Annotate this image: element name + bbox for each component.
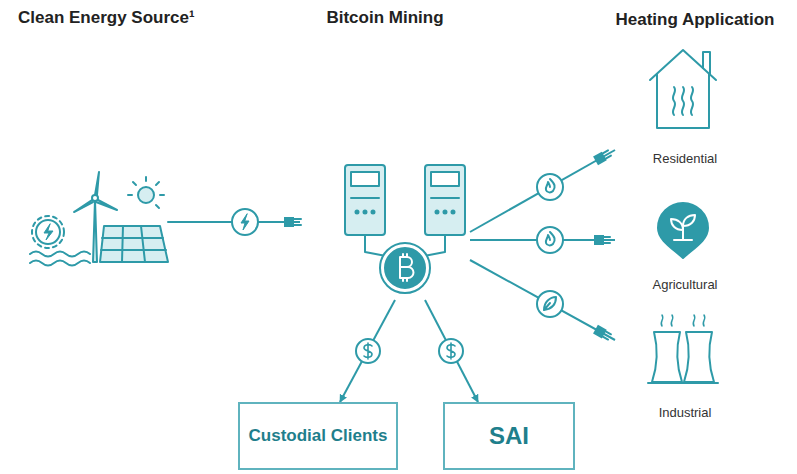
column-heading: Clean Energy Source¹ — [18, 8, 195, 28]
power-symbol — [232, 209, 258, 235]
heating-target: Industrial — [615, 296, 755, 420]
agricultural-icon — [658, 203, 708, 258]
heating-target: Agricultural — [615, 192, 755, 292]
energy-source-group: Clean Energy Source¹ — [18, 8, 218, 276]
icon-label: Agricultural — [650, 277, 719, 292]
mining-rig-illustration — [345, 165, 465, 293]
revenue-box: Custodial Clients — [238, 402, 398, 470]
plug-symbol — [593, 325, 612, 341]
box-label: Custodial Clients — [249, 426, 388, 446]
column-heading: Bitcoin Mining — [326, 8, 443, 28]
clean-energy-illustration — [30, 172, 220, 266]
flow-arrow — [425, 300, 478, 402]
icon-label: Residential — [651, 151, 719, 166]
house-icon — [650, 50, 716, 128]
revenue-box: SAI — [443, 402, 575, 470]
heat-symbol — [537, 174, 563, 317]
flow-arrow — [340, 300, 395, 402]
energy-line — [470, 150, 615, 232]
plug-symbol — [593, 149, 612, 166]
mining-group: Bitcoin Mining — [300, 8, 470, 300]
energy-line — [470, 260, 615, 340]
heating-target: Residential — [615, 36, 755, 166]
column-heading: Heating Application — [595, 10, 795, 30]
industrial-icon — [648, 315, 718, 383]
icon-label: Industrial — [657, 405, 714, 420]
box-label: SAI — [489, 422, 529, 451]
plug-symbol — [284, 217, 301, 227]
dollar-symbol — [356, 339, 463, 363]
plug-symbol — [594, 235, 610, 245]
